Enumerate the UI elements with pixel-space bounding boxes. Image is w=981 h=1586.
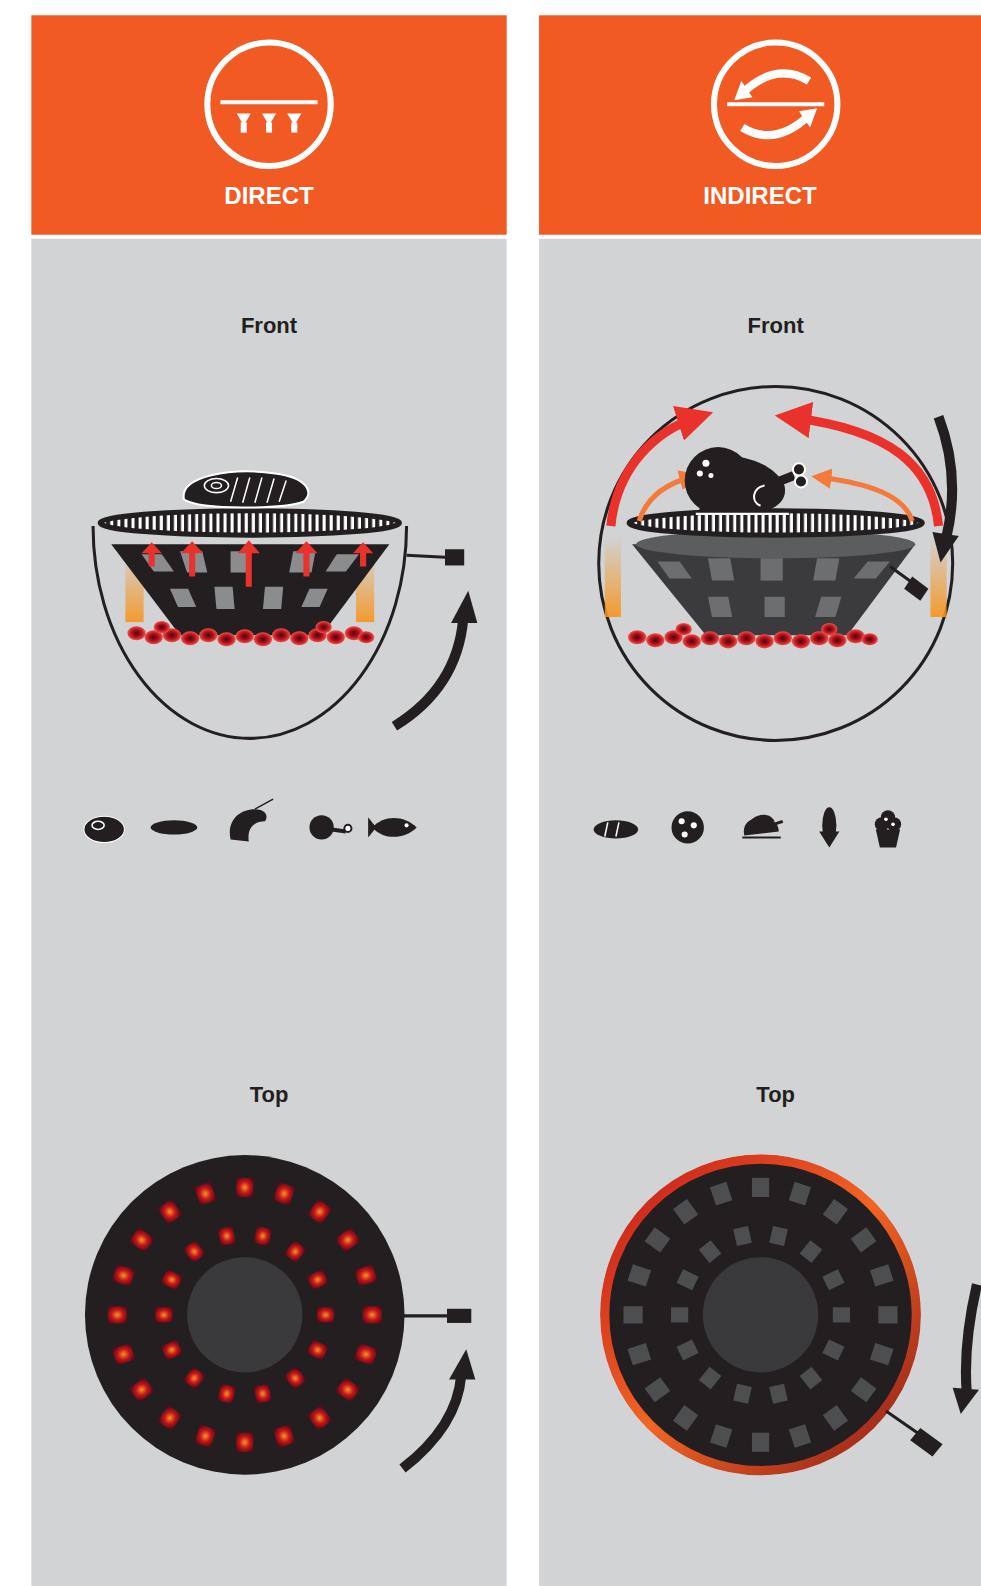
basket-slot xyxy=(800,1240,823,1263)
basket-slot xyxy=(822,1339,844,1360)
basket-slot xyxy=(112,1343,136,1365)
basket-slot xyxy=(363,1306,382,1323)
basket-slot xyxy=(870,1343,894,1365)
basket-slot xyxy=(236,1178,253,1197)
basket-slot xyxy=(752,1178,769,1197)
grill-indirect-front xyxy=(599,386,959,740)
basket-slot xyxy=(183,1240,206,1263)
basket-slot xyxy=(628,1343,652,1365)
basket-slot xyxy=(183,1367,206,1390)
basket-slot xyxy=(236,1433,253,1452)
basket-slot xyxy=(677,1339,699,1360)
basket-slots xyxy=(155,1226,334,1404)
basket-slot xyxy=(710,1182,732,1206)
method-title: DIRECT xyxy=(224,182,313,210)
basket-slot xyxy=(354,1264,378,1286)
basket-slot xyxy=(161,1269,183,1290)
basket-slot xyxy=(217,1226,236,1246)
basket-slot xyxy=(129,1377,155,1402)
basket-slot xyxy=(194,1424,216,1448)
basket-slot xyxy=(335,1377,361,1402)
basket-slot xyxy=(833,1307,850,1322)
header-band: INDIRECT xyxy=(539,15,981,234)
basket-slot xyxy=(253,1384,272,1404)
basket-slot xyxy=(870,1264,894,1286)
grill-direct-top xyxy=(85,1155,475,1475)
basket-slot xyxy=(671,1307,688,1322)
basket-slot xyxy=(194,1182,216,1206)
basket-slot xyxy=(822,1269,844,1290)
basket-slot xyxy=(253,1226,272,1246)
food-icons-direct xyxy=(84,799,417,842)
basket-slot xyxy=(823,1199,848,1225)
basket-slot xyxy=(677,1269,699,1290)
food-icons-indirect xyxy=(594,807,901,847)
basket-slot xyxy=(108,1306,127,1323)
view-label: Top xyxy=(250,1082,289,1108)
basket-slot xyxy=(699,1367,722,1390)
basket-slot xyxy=(733,1384,752,1404)
basket-slot xyxy=(673,1405,698,1431)
basket-slots xyxy=(671,1226,850,1404)
basket-slot xyxy=(217,1384,236,1404)
basket-slot xyxy=(307,1339,329,1360)
basket-slot xyxy=(823,1405,848,1431)
view-label: Front xyxy=(748,313,804,339)
basket-slot xyxy=(129,1227,155,1252)
basket-slot xyxy=(878,1306,897,1323)
basket-slot xyxy=(284,1240,307,1263)
basket-slot xyxy=(800,1367,823,1390)
view-label: Front xyxy=(241,313,297,339)
basket-slot xyxy=(161,1339,183,1360)
basket-slot xyxy=(354,1343,378,1365)
basket-slot xyxy=(112,1264,136,1286)
panel xyxy=(31,239,506,1586)
basket-slot xyxy=(733,1226,752,1246)
basket-slot xyxy=(851,1377,877,1402)
basket-slot xyxy=(157,1199,182,1225)
basket-slot xyxy=(623,1306,642,1323)
grill-direct-front xyxy=(93,471,477,738)
direct-icon xyxy=(207,43,330,166)
basket-slots xyxy=(108,1178,382,1452)
header-band: DIRECT xyxy=(31,15,506,234)
chicken xyxy=(685,447,807,514)
basket-slot xyxy=(273,1182,295,1206)
basket-slot xyxy=(645,1377,671,1402)
basket-slot xyxy=(157,1405,182,1431)
basket-slot xyxy=(273,1424,295,1448)
basket-slot xyxy=(307,1269,329,1290)
view-label: Top xyxy=(756,1082,795,1108)
basket-slot xyxy=(307,1405,332,1431)
basket-slot xyxy=(628,1264,652,1286)
grill-indirect-top xyxy=(601,1155,979,1475)
basket-slot xyxy=(673,1199,698,1225)
basket-slot xyxy=(335,1227,361,1252)
panel xyxy=(539,239,981,1586)
basket-slot xyxy=(710,1424,732,1448)
basket-slot xyxy=(789,1182,811,1206)
basket-slot xyxy=(752,1433,769,1452)
basket-slot xyxy=(789,1424,811,1448)
basket-slots xyxy=(623,1178,897,1452)
basket-slot xyxy=(645,1227,671,1252)
basket-slot xyxy=(699,1240,722,1263)
method-title: INDIRECT xyxy=(703,182,816,210)
basket-slot xyxy=(317,1307,334,1322)
basket-slot xyxy=(155,1307,172,1322)
basket-slot xyxy=(769,1384,788,1404)
basket-slot xyxy=(284,1367,307,1390)
basket-slot xyxy=(769,1226,788,1246)
indirect-icon xyxy=(714,43,837,166)
header-band xyxy=(31,15,506,234)
basket-slot xyxy=(851,1227,877,1252)
basket-slot xyxy=(307,1199,332,1225)
header-band xyxy=(539,15,981,234)
